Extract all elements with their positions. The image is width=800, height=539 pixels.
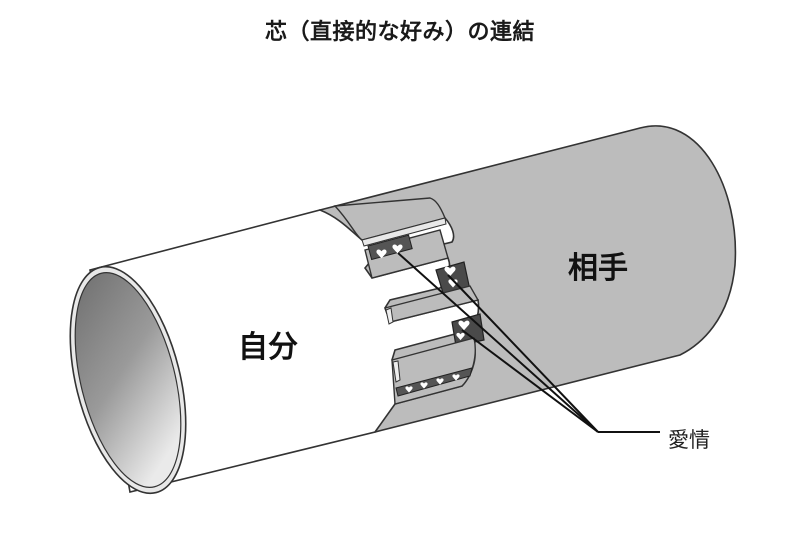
diagram-title: 芯（直接的な好み）の連結 (264, 20, 535, 45)
tube-opening (69, 265, 187, 495)
partner-label: 相手 (568, 251, 628, 286)
love-leader-lines (397, 252, 660, 433)
self-label: 自分 (238, 330, 298, 365)
love-label: 愛情 (668, 428, 710, 452)
slot-cutouts (333, 197, 485, 405)
